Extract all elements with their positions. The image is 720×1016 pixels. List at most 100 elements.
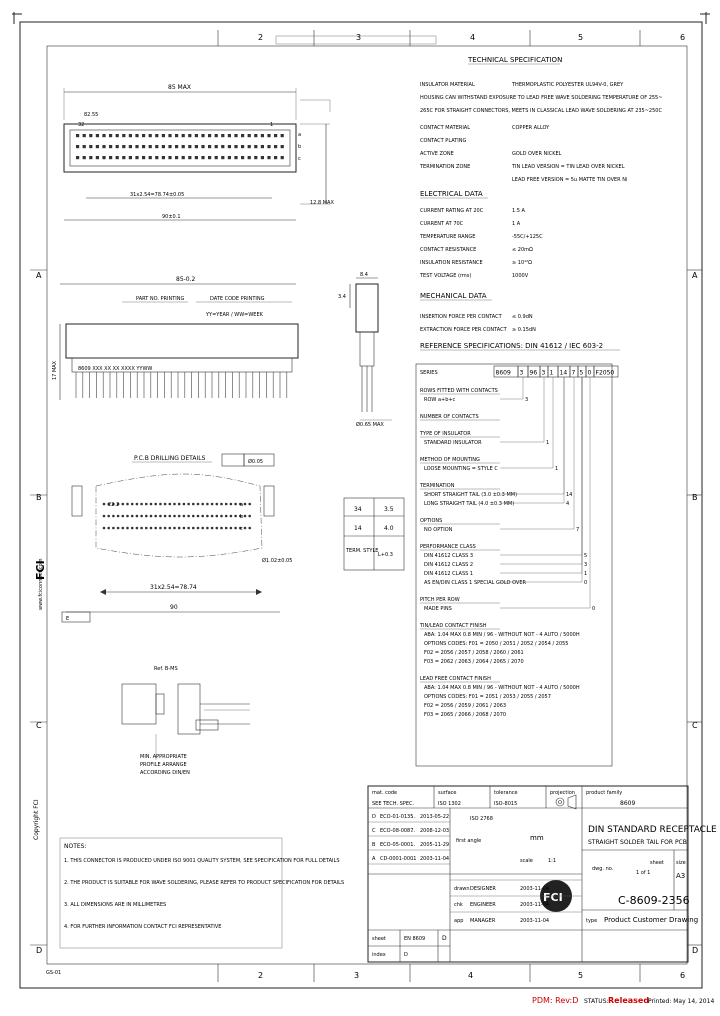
- contact-hole: [76, 134, 80, 138]
- drill-hole: [239, 526, 242, 530]
- drill-hole: [192, 526, 195, 530]
- dim-front-height: 12.8 MAX: [310, 200, 334, 206]
- zone-top-6: 6: [680, 33, 685, 42]
- mechanical-title: MECHANICAL DATA: [420, 292, 487, 300]
- pn-item-option: DIN 41612 CLASS 1: [424, 571, 473, 577]
- drill-hole: [159, 526, 162, 530]
- zone-top-3: 3: [356, 33, 361, 42]
- mechanical-row-value: ≤ 0.9dN: [512, 314, 533, 320]
- revision-cell: 2003-11-04: [420, 856, 449, 862]
- contact-hole: [95, 145, 99, 149]
- dim-front-width: 90±0.1: [162, 214, 181, 220]
- part-no-printing: PART NO. PRINTING: [136, 296, 184, 302]
- drill-hole: [145, 526, 148, 530]
- contact-hole: [227, 156, 231, 160]
- drill-hole: [121, 502, 125, 506]
- contact-hole: [89, 145, 93, 149]
- electrical-title: ELECTRICAL DATA: [420, 190, 483, 198]
- drill-hole: [229, 526, 233, 530]
- drill-hole: [187, 514, 190, 518]
- drill-hole: [126, 526, 129, 530]
- sheet-label: sheet: [650, 860, 664, 866]
- pn-item-option: ABA: 1.04 MAX 0.8 MIN / 96 - WITHOUT NOT…: [424, 632, 580, 638]
- contact-hole: [155, 156, 159, 160]
- spec-row-value: LEAD FREE VERSION = 5u MATTE TIN OVER Ni: [512, 177, 627, 183]
- revision-cell: ECO-05-0001: [380, 842, 413, 848]
- revision-cell: ..: [412, 828, 416, 834]
- drill-hole: [229, 514, 233, 518]
- revision-cell: 2005-11-29: [420, 842, 449, 848]
- drill-hole: [248, 526, 251, 530]
- drill-hole: [220, 526, 223, 530]
- drill-hole: [206, 502, 209, 506]
- contact-hole: [89, 156, 93, 160]
- projection-label: projection: [550, 790, 575, 796]
- contact-hole: [274, 145, 278, 149]
- contact-hole: [267, 134, 271, 138]
- term-style-label: TERM. STYLE: [345, 548, 378, 554]
- contact-hole: [142, 145, 146, 149]
- pn-item-title: ROWS FITTED WITH CONTACTS: [420, 388, 498, 394]
- contact-hole: [102, 134, 106, 138]
- spec-row-value: THERMOPLASTIC POLYESTER UL94V-0, GREY: [511, 82, 624, 88]
- zone-top-2: 2: [258, 33, 263, 42]
- drill-hole: [220, 514, 223, 518]
- copyright-notice: Copyright FCI: [33, 799, 40, 840]
- contact-hole: [175, 134, 179, 138]
- drill-hole: [201, 514, 204, 518]
- contact-hole: [247, 145, 251, 149]
- contact-hole: [122, 134, 126, 138]
- drill-hole: [112, 526, 115, 530]
- drill-hole: [201, 526, 204, 530]
- zone-bottom-6: 6: [680, 971, 685, 980]
- drill-hole: [224, 502, 228, 506]
- checked-date: 2003-11-04: [520, 902, 549, 908]
- dim-front-pitch: 31x2.54=78.74±0.05: [130, 192, 184, 198]
- notes-title: NOTES:: [64, 843, 87, 850]
- contact-hole: [280, 134, 284, 138]
- drill-hole: [173, 526, 176, 530]
- tech-spec-title: TECHNICAL SPECIFICATION: [467, 56, 562, 64]
- contact-hole: [181, 145, 185, 149]
- drill-hole: [145, 502, 148, 506]
- contact-hole: [194, 145, 198, 149]
- pcb-row-a: a: [240, 502, 243, 508]
- spec-row-label: 265C FOR STRAIGHT CONNECTORS, MEETS IN C…: [420, 108, 662, 114]
- drill-hole: [163, 514, 167, 518]
- pcb-row-b: b: [240, 514, 243, 520]
- index-label: index: [372, 952, 386, 958]
- drill-hole: [154, 526, 157, 530]
- title-block: mat. code SEE TECH. SPEC. surface ISO 13…: [367, 785, 717, 963]
- contact-hole: [76, 145, 80, 149]
- contact-hole: [161, 134, 165, 138]
- drill-hole: [107, 526, 110, 530]
- pn-item-option: F03 = 2065 / 2066 / 2068 / 2070: [424, 712, 506, 718]
- drawn-value: DESIGNER: [470, 886, 496, 892]
- drill-hole: [112, 502, 115, 506]
- dim-front-inner: 82.55: [84, 112, 98, 118]
- contact-hole: [241, 145, 245, 149]
- note-4: 4. FOR FURTHER INFORMATION CONTACT FCI R…: [64, 924, 221, 930]
- drill-hole: [248, 502, 251, 506]
- dim-profile-width: 8.4: [360, 272, 368, 278]
- pn-item-code: 4: [566, 501, 569, 507]
- drill-hole: [121, 514, 125, 518]
- zone-bottom-5: 5: [578, 971, 583, 980]
- contact-hole: [221, 145, 225, 149]
- pn-cell: [593, 365, 619, 378]
- drill-hole: [196, 526, 200, 530]
- contact-hole: [247, 156, 251, 160]
- pn-cell-text: 5: [580, 370, 584, 377]
- revision-cell: D: [372, 814, 376, 820]
- type-value: Product Customer Drawing: [604, 916, 698, 924]
- pn-item-code: 0: [584, 580, 587, 586]
- drill-hole: [116, 502, 120, 506]
- drill-hole: [177, 514, 181, 518]
- pn-item-title: NUMBER OF CONTACTS: [420, 414, 479, 420]
- approved-label: app: [454, 918, 463, 924]
- contact-hole: [76, 156, 80, 160]
- drill-hole: [215, 502, 219, 506]
- contact-hole: [128, 145, 132, 149]
- pcb-title: P.C.B DRILLING DETAILS: [134, 455, 206, 462]
